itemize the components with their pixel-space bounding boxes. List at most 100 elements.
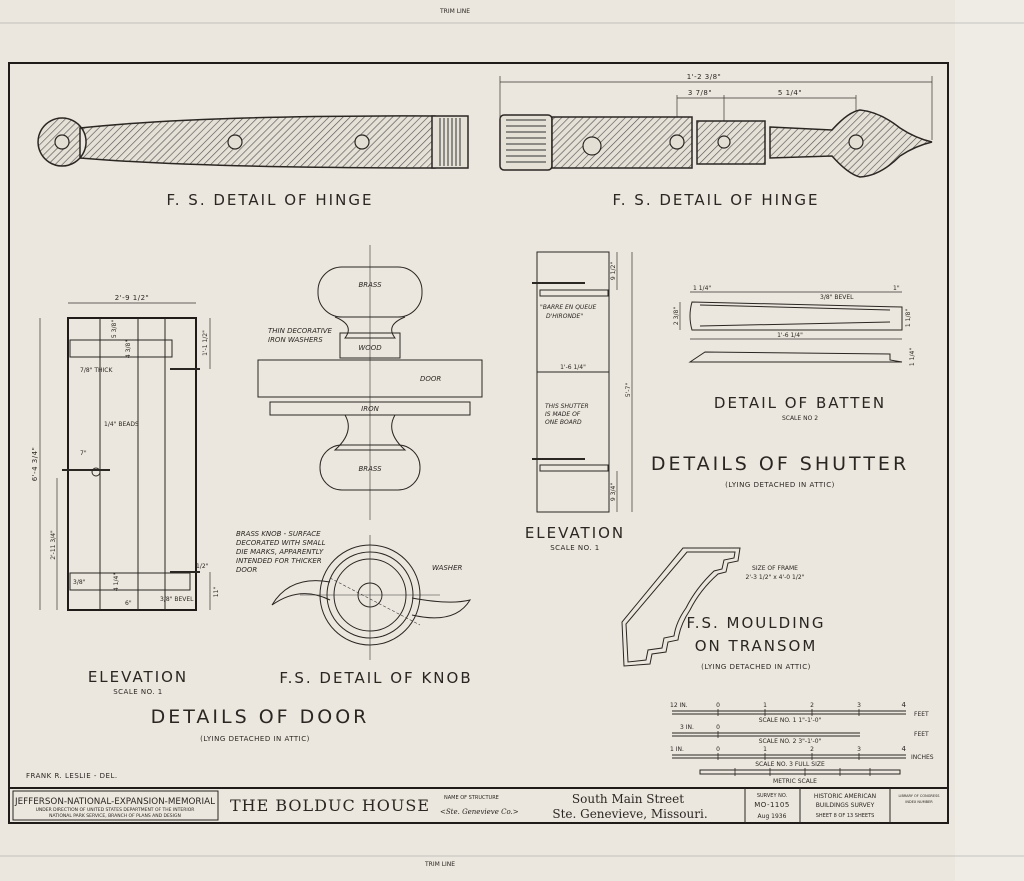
scale1-tick-1: 1 bbox=[763, 702, 767, 709]
hinge-right-dim-a: 3 7/8" bbox=[688, 89, 712, 97]
structure-name: THE BOLDUC HOUSE bbox=[230, 796, 430, 815]
shutter-dim-width: 1'-6 1/4" bbox=[560, 364, 586, 371]
batten-title: DETAIL OF BATTEN bbox=[714, 394, 886, 412]
moulding-title-2: ON TRANSOM bbox=[695, 637, 818, 655]
door-dim-latch-height: 2'-11 3/4" bbox=[50, 530, 57, 560]
name-of-structure-label: NAME OF STRUCTURE bbox=[444, 795, 499, 801]
door-dim-batten-bottom: 4 1/4" bbox=[113, 573, 120, 591]
door-elevation-title: ELEVATION bbox=[88, 668, 188, 686]
door-details-title: DETAILS OF DOOR bbox=[151, 706, 370, 728]
door-dim-hinge-bottom: 11" bbox=[213, 587, 220, 598]
shutter-dim-top: 9 1/2" bbox=[610, 262, 617, 280]
moulding-size-label: SIZE OF FRAME bbox=[752, 565, 798, 572]
graphic-scales bbox=[672, 709, 906, 776]
scale3-left: 1 IN. bbox=[670, 746, 684, 753]
hinge-left-title: F. S. DETAIL OF HINGE bbox=[167, 191, 374, 209]
delineator: FRANK R. LESLIE - DEL. bbox=[26, 772, 118, 780]
scale2-left: 3 IN. bbox=[680, 724, 694, 731]
knob-detail-washer: WASHER bbox=[432, 564, 462, 572]
scale1-unit: FEET bbox=[914, 711, 929, 718]
shutter-elevation-title: ELEVATION bbox=[525, 524, 625, 542]
door-elevation-scale: SCALE NO. 1 bbox=[113, 688, 163, 696]
trim-line-top: TRIM LINE bbox=[439, 8, 470, 15]
door-dim-top-gap: 5 3/8" bbox=[111, 320, 118, 338]
door-dim-half: 1/2" bbox=[196, 563, 209, 570]
door-dim-height: 6'-4 3/4" bbox=[31, 447, 39, 482]
knob-detail-title: F.S. DETAIL OF KNOB bbox=[279, 669, 472, 687]
batten-note-bevel: 3/8" BEVEL bbox=[820, 294, 854, 301]
org-sub-2: NATIONAL PARK SERVICE, BRANCH OF PLANS A… bbox=[49, 813, 181, 819]
hinge-right-dim-b: 5 1/4" bbox=[778, 89, 802, 97]
door-dim-width: 2'-9 1/2" bbox=[115, 294, 150, 302]
knob-door-label: DOOR bbox=[420, 375, 441, 383]
batten-dim-left: 1 1/4" bbox=[693, 285, 711, 292]
batten-dim-thick: 1 1/4" bbox=[909, 348, 916, 366]
scale1-tick-2: 2 bbox=[810, 702, 814, 709]
metric-scale-label: METRIC SCALE bbox=[773, 778, 817, 785]
hinge-right-title: F. S. DETAIL OF HINGE bbox=[613, 191, 820, 209]
scale1-tick-3: 3 bbox=[857, 702, 861, 709]
knob-wood-label: WOOD bbox=[358, 344, 382, 352]
door-dim-latch: 7" bbox=[80, 450, 87, 457]
drawing-border bbox=[8, 62, 949, 824]
knob-section bbox=[257, 245, 483, 520]
scale3-tick-4: 4 bbox=[902, 745, 907, 753]
hinge-right-dim-overall: 1'-2 3/8" bbox=[687, 73, 722, 81]
knob-detail bbox=[271, 535, 472, 660]
scale2-label: SCALE NO. 2 3"-1'-0" bbox=[759, 738, 822, 745]
knob-washers-note-2: IRON WASHERS bbox=[268, 336, 323, 344]
knob-brass-top-label: BRASS bbox=[358, 281, 382, 289]
moulding-title-1: F.S. MOULDING bbox=[687, 614, 826, 632]
scale3-tick-2: 2 bbox=[810, 746, 814, 753]
survey-label: SURVEY NO. bbox=[757, 793, 788, 799]
knob-detail-note-1: BRASS KNOB - SURFACE bbox=[236, 530, 321, 538]
scale3-tick-0: 0 bbox=[716, 746, 720, 753]
door-dim-bottom-gap: 6" bbox=[125, 600, 132, 607]
door-dim-batten-top: 4 3/8" bbox=[125, 340, 132, 358]
shutter-elevation-scale: SCALE NO. 1 bbox=[550, 544, 600, 552]
scale1-left: 12 IN. bbox=[670, 702, 688, 709]
org-name: JEFFERSON-NATIONAL-EXPANSION-MEMORIAL bbox=[14, 797, 215, 807]
survey-date: Aug 1936 bbox=[758, 813, 787, 820]
moulding-size-value: 2'-3 1/2" x 4'-0 1/2" bbox=[746, 574, 805, 581]
survey-number: MO-1105 bbox=[754, 801, 790, 809]
shutter-note-board-3: ONE BOARD bbox=[545, 419, 582, 426]
city: Ste. Genevieve, Missouri. bbox=[552, 807, 707, 821]
knob-detail-note-4: INTENDED FOR THICKER bbox=[236, 557, 322, 565]
habs-line-1: HISTORIC AMERICAN bbox=[814, 793, 876, 800]
batten-detail bbox=[679, 291, 903, 363]
scale3-label: SCALE NO. 3 FULL SIZE bbox=[755, 761, 825, 768]
shutter-note-board-1: THIS SHUTTER bbox=[545, 403, 589, 410]
door-note-bevel: 3/8" BEVEL bbox=[160, 596, 194, 603]
shutter-dim-height: 5'-7" bbox=[625, 383, 632, 397]
shutter-note-barre-1: "BARRE EN QUEUE bbox=[540, 304, 597, 311]
door-dim-batten-left: 3/8" bbox=[73, 579, 86, 586]
loc-line-2: INDEX NUMBER bbox=[905, 800, 933, 804]
shutter-note-board-2: IS MADE OF bbox=[545, 411, 581, 418]
batten-dim-height: 2 3/8" bbox=[673, 307, 680, 325]
door-note-thick: 7/8" THICK bbox=[80, 367, 113, 374]
scale3-unit: INCHES bbox=[911, 754, 934, 761]
shutter-details-subtitle: (LYING DETACHED IN ATTIC) bbox=[725, 481, 835, 489]
knob-brass-bottom-label: BRASS bbox=[358, 465, 382, 473]
scale3-tick-3: 3 bbox=[857, 746, 861, 753]
county: <Ste. Genevieve Co.> bbox=[440, 808, 519, 816]
batten-scale: SCALE NO 2 bbox=[782, 415, 818, 422]
knob-detail-note-5: DOOR bbox=[236, 566, 257, 574]
knob-washers-note-1: THIN DECORATIVE bbox=[268, 327, 333, 335]
door-details-subtitle: (LYING DETACHED IN ATTIC) bbox=[200, 735, 310, 743]
hinge-left bbox=[37, 115, 469, 169]
shutter-elevation bbox=[532, 251, 633, 513]
door-dim-hinge-top: 1'-1 1/2" bbox=[202, 330, 209, 356]
habs-line-2: BUILDINGS SURVEY bbox=[816, 802, 875, 809]
street: South Main Street bbox=[572, 792, 684, 806]
title-block bbox=[9, 787, 948, 823]
shutter-dim-bottom: 9 3/4" bbox=[610, 483, 617, 501]
door-note-beads: 1/4" BEADS bbox=[104, 421, 139, 428]
knob-iron-label: IRON bbox=[361, 405, 379, 413]
door-elevation bbox=[39, 302, 211, 611]
moulding-profile bbox=[621, 547, 741, 667]
scale1-tick-0: 0 bbox=[716, 702, 720, 709]
scale3-tick-1: 1 bbox=[763, 746, 767, 753]
